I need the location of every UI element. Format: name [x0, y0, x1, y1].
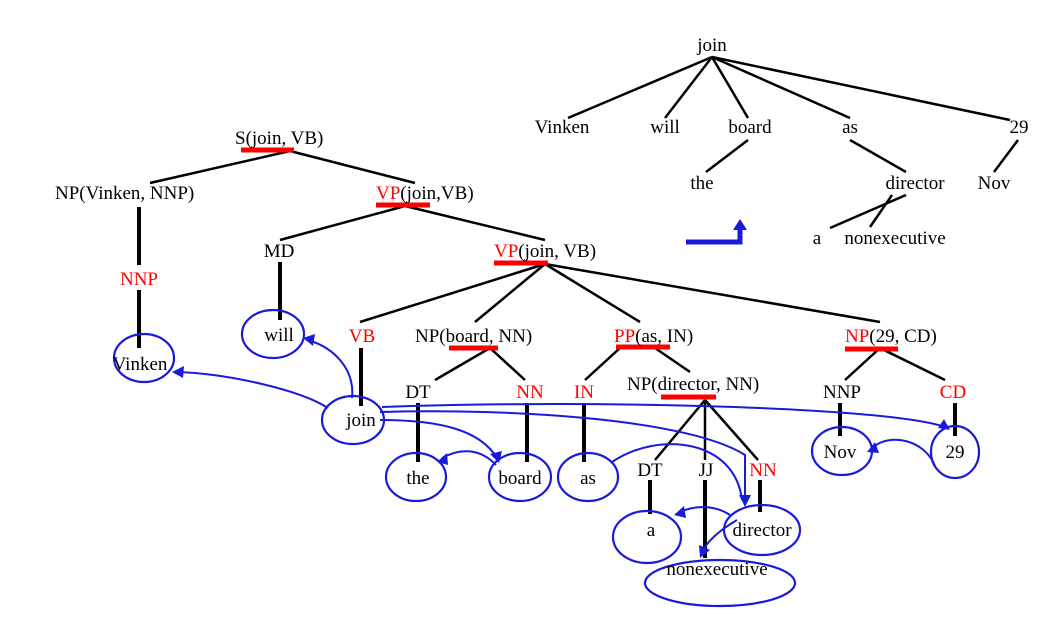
arrowhead-the — [437, 453, 448, 465]
node-jj: JJ — [699, 460, 714, 481]
word-nodes: Vinken will join the board as a nonexecu… — [112, 308, 981, 608]
node-pp: PP(as, IN) — [614, 326, 693, 347]
arrowhead-a — [674, 506, 686, 518]
word-a: a — [647, 520, 656, 541]
dep-edge-join-as — [711, 55, 851, 120]
word-the: the — [406, 468, 429, 489]
node-nn1: NN — [516, 382, 544, 403]
dep-word-the: the — [690, 173, 713, 194]
dep-edge-join-board — [710, 56, 750, 119]
circle-nonexecutive — [643, 558, 797, 608]
edge-vp1-md — [279, 204, 406, 242]
dep-edge-director-nonexecutive — [868, 194, 894, 228]
node-dt1: DT — [405, 382, 431, 403]
edge-npboard-dt — [434, 346, 491, 382]
word-as: as — [580, 468, 596, 489]
edge-np29-cd — [879, 346, 946, 382]
arrowhead-nov — [867, 442, 879, 453]
dep-word-join: join — [696, 35, 727, 56]
arc-join-will — [307, 339, 354, 399]
dep-word-board: board — [728, 117, 772, 138]
arc-29-nov — [871, 438, 936, 467]
edge-vp2-pp — [544, 262, 641, 324]
node-cd: CD — [940, 382, 966, 403]
arc-board-the — [441, 450, 497, 466]
node-nnp2: NNP — [823, 382, 861, 403]
edge-pp-npdirector — [654, 346, 691, 374]
dep-edge-29-nov — [993, 139, 1019, 173]
node-dt2: DT — [637, 460, 663, 481]
dependency-arcs — [172, 334, 950, 558]
arrowhead-will — [303, 334, 315, 346]
node-md: MD — [264, 241, 295, 262]
node-vp2: VP(join, VB) — [494, 241, 596, 262]
dep-edge-director-a — [829, 193, 907, 230]
word-will: will — [264, 325, 294, 346]
edge-np29-nnp — [844, 347, 881, 381]
word-director: director — [732, 520, 792, 541]
edge-npdir-dt — [654, 399, 706, 461]
edge-s-np — [149, 149, 291, 185]
edge-vp2-np29 — [544, 262, 881, 324]
dep-word-nov: Nov — [978, 173, 1011, 194]
dep-edge-join-will — [664, 56, 713, 119]
circle-vinken — [112, 332, 176, 384]
edge-vp2-vb — [359, 262, 546, 324]
phrase-structure-tree: S(join, VB) NP(Vinken, NNP) VP(join,VB) … — [55, 128, 966, 558]
circle-a — [611, 509, 683, 565]
node-np-board: NP(board, NN) — [415, 326, 532, 347]
transform-arrow-icon — [686, 219, 747, 245]
arc-join-29 — [381, 403, 946, 428]
word-nov: Nov — [824, 442, 857, 463]
dep-word-as: as — [842, 117, 858, 138]
arc-as2-director — [611, 443, 743, 501]
circle-as — [556, 451, 620, 503]
arrowhead-vinken — [172, 366, 184, 378]
circle-will — [240, 308, 306, 360]
arc-join-vinken — [177, 371, 329, 409]
dep-edge-as-director — [849, 138, 907, 174]
node-np-vinken: NP(Vinken, NNP) — [55, 183, 194, 204]
arrowhead-29 — [938, 419, 950, 430]
edge-npboard-nn — [489, 347, 526, 381]
dep-word-a: a — [813, 228, 822, 249]
node-np-director: NP(director, NN) — [627, 374, 759, 395]
node-s: S(join, VB) — [235, 128, 323, 149]
dep-word-29: 29 — [1010, 117, 1029, 138]
dep-edge-join-vinken — [567, 55, 713, 120]
edge-vp1-vp2 — [404, 204, 546, 242]
node-nnp: NNP — [120, 269, 158, 290]
arrowhead-board — [490, 451, 502, 463]
word-nonexecutive: nonexecutive — [666, 559, 767, 580]
circle-board — [487, 451, 553, 503]
edge-s-vp1 — [289, 149, 416, 185]
word-29: 29 — [946, 442, 965, 463]
dep-edge-board-the — [705, 139, 749, 173]
dep-edge-join-29 — [711, 55, 1011, 122]
dependency-tree: join Vinken will board as 29 the directo… — [535, 35, 1029, 249]
node-in: IN — [574, 382, 594, 403]
circle-the — [384, 451, 448, 503]
node-nn2: NN — [749, 460, 777, 481]
circle-29 — [929, 424, 981, 480]
node-np-29: NP(29, CD) — [845, 326, 937, 347]
word-vinken: Vinken — [113, 354, 168, 375]
dep-word-director: director — [885, 173, 945, 194]
edge-npdir-nn — [704, 399, 759, 461]
arc-join-board — [379, 419, 498, 459]
arrowhead-nonexecutive — [699, 545, 710, 558]
word-board: board — [498, 468, 542, 489]
dep-word-nonexecutive: nonexecutive — [844, 228, 945, 249]
word-join: join — [345, 410, 376, 431]
dep-word-vinken: Vinken — [535, 117, 590, 138]
edge-vp2-npboard — [474, 263, 546, 323]
dep-word-will: will — [650, 117, 680, 138]
node-vb: VB — [349, 326, 375, 347]
edge-pp-in — [584, 347, 621, 381]
circle-director — [722, 503, 802, 557]
node-vp1: VP(join,VB) — [376, 183, 474, 204]
arc-as-director — [379, 410, 746, 500]
